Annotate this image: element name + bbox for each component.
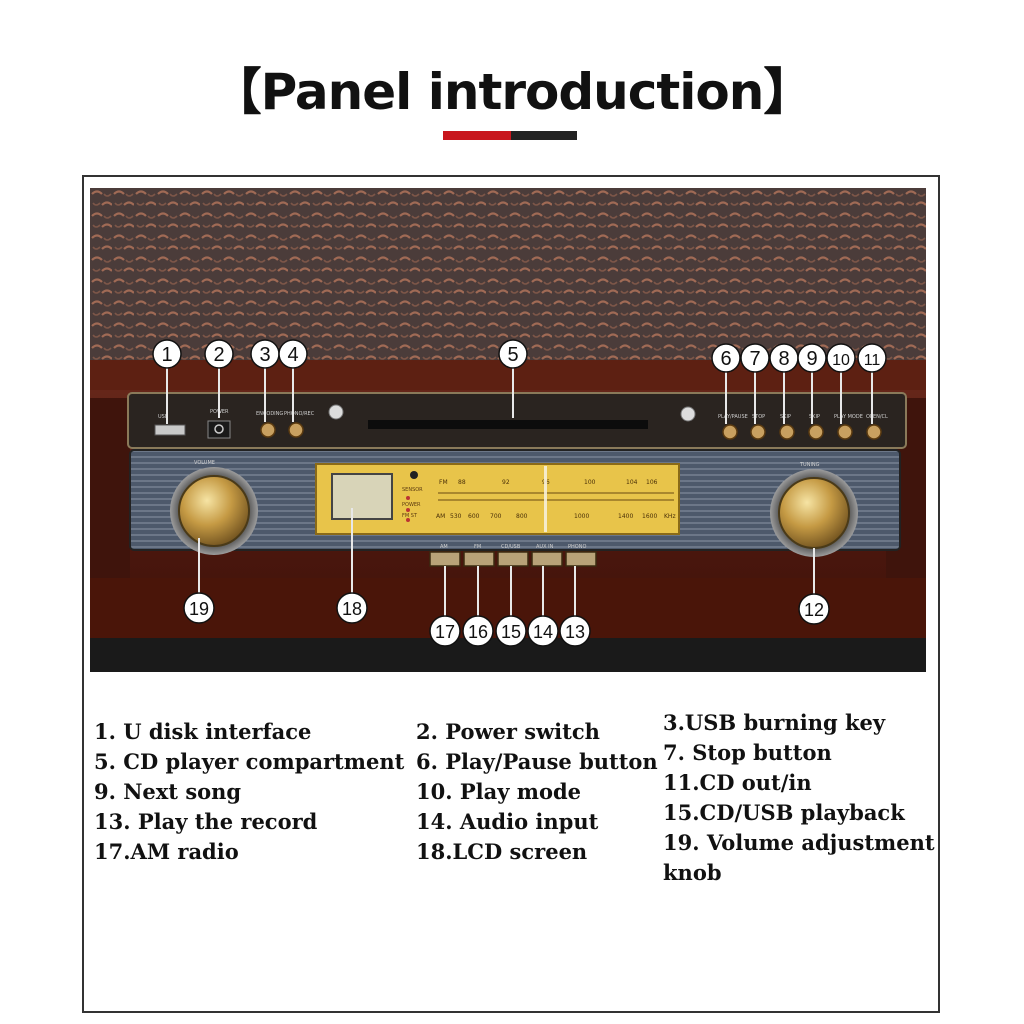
svg-text:88: 88 [458,479,466,486]
callout-11: 11 [864,352,881,369]
legend-item: knob [663,860,722,885]
usb-port [154,424,186,436]
label-volume: VOLUME [194,460,215,466]
title-underline-red [443,131,511,140]
label-play-pause: PLAY/PAUSE [718,414,748,420]
callout-18: 18 [342,599,362,619]
label-fm: FM [474,544,481,550]
callout-16: 16 [468,622,488,642]
page-title: 【Panel introduction】 [211,63,814,121]
callout-6: 6 [720,348,731,370]
label-tuning: TUNING [799,462,820,468]
callout-17: 17 [435,622,455,642]
callout-13: 13 [565,622,585,642]
callout-3: 3 [259,344,270,366]
svg-text:700: 700 [490,513,502,520]
label-cd-usb: CD/USB [501,544,521,550]
volume-knob [178,475,250,547]
callout-1: 1 [161,344,172,366]
legend-item: 7. Stop button [663,740,832,765]
svg-text:1000: 1000 [574,513,589,520]
callout-2: 2 [213,344,224,366]
title-underline-black [511,131,577,140]
legend-item: 11.CD out/in [663,770,812,795]
label-stop: STOP [752,414,765,420]
svg-text:104: 104 [626,479,638,486]
legend-item: 18.LCD screen [416,839,588,864]
lcd-screen-graphic [331,473,393,520]
callout-5: 5 [507,344,518,366]
callout-19: 19 [189,599,209,619]
svg-text:106: 106 [646,479,658,486]
cd-slot [368,420,648,429]
label-phono-rec: PHONO/REC [284,411,315,417]
legend-item: 17.AM radio [94,839,239,864]
label-encoding: ENCODING [256,411,283,417]
speaker-grille [90,188,926,363]
label-skip-back: SKIP [780,414,791,420]
product-panel-photo: USB POWER ENCODING PHONO/REC PLAY/PAUSE … [90,188,926,672]
legend-item: 6. Play/Pause button [416,749,658,774]
legend-item: 2. Power switch [416,719,600,744]
callout-10: 10 [832,352,850,369]
label-power-led: POWER [402,502,421,508]
tuning-knob [778,477,850,549]
legend-item: 1. U disk interface [94,719,312,744]
callout-12: 12 [804,600,824,620]
label-am: AM [440,544,448,550]
label-play-mode: PLAY MODE [834,414,863,420]
legend-column-3: 3.USB burning key 7. Stop button 11.CD o… [663,708,935,888]
legend-item: 19. Volume adjustment [663,830,935,855]
label-open-close: OPEN/CL [866,414,888,420]
svg-text:530: 530 [450,513,462,520]
legend-column-1: 1. U disk interface 5. CD player compart… [94,717,404,867]
svg-text:AM: AM [436,513,445,520]
svg-text:92: 92 [502,479,510,486]
svg-text:100: 100 [584,479,596,486]
legend-item: 13. Play the record [94,809,318,834]
callout-8: 8 [778,348,789,370]
svg-text:800: 800 [516,513,528,520]
svg-text:1400: 1400 [618,513,633,520]
svg-text:1600: 1600 [642,513,657,520]
callout-15: 15 [501,622,521,642]
power-button-graphic [207,420,231,439]
fm-scale-0: FM [439,479,448,486]
label-usb: USB [158,414,169,420]
content-frame [82,175,940,1013]
label-phono: PHONO [568,544,586,550]
legend-item: 9. Next song [94,779,242,804]
label-sensor: SENSOR [402,487,423,493]
svg-text:600: 600 [468,513,480,520]
label-fm-st: FM ST [402,513,418,519]
legend-item: 5. CD player compartment [94,749,405,774]
callout-4: 4 [287,344,298,366]
callout-9: 9 [806,348,817,370]
legend-item: 14. Audio input [416,809,599,834]
legend-column-2: 2. Power switch 6. Play/Pause button 10.… [416,717,658,867]
label-aux-in: AUX IN [536,544,554,550]
callout-14: 14 [533,622,553,642]
legend-item: 3.USB burning key [663,710,886,735]
legend-item: 15.CD/USB playback [663,800,905,825]
callout-7: 7 [749,348,760,370]
legend-item: 10. Play mode [416,779,582,804]
svg-text:KHz: KHz [664,513,676,520]
label-skip-fwd: SKIP [809,414,820,420]
